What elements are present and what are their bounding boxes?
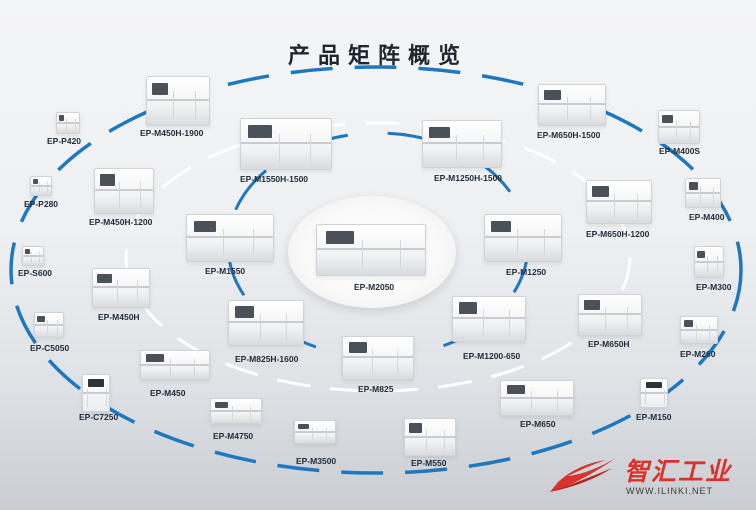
machine-label: EP-M1550 [205,266,246,276]
machine-ep-m450h [92,268,150,308]
machine-ep-c5050 [34,312,64,338]
machine-ep-m450h-1900 [146,76,210,126]
machine-ep-m300 [694,246,724,278]
machine-label: EP-C5050 [30,343,70,353]
machine-image [404,418,456,456]
machine-label: EP-M150 [636,412,672,422]
machine-image [82,374,110,412]
machine-image [94,168,154,214]
machine-image [56,112,80,134]
machine-image [578,294,642,336]
watermark-logo-icon [550,458,616,492]
machine-ep-m650h [578,294,642,336]
machine-ep-m260 [680,316,718,344]
machine-image [22,246,44,266]
machine-ep-p280 [30,176,52,196]
machine-label: EP-M400S [659,146,701,156]
machine-label: EP-M1250H-1500 [434,173,503,183]
machine-label: EP-M650 [520,419,556,429]
machine-image [240,118,332,170]
machine-ep-m3500 [294,420,336,444]
machine-ep-p420 [56,112,80,134]
machine-label: EP-M2050 [354,282,395,292]
machine-ep-m650h-1500 [538,84,606,126]
machine-label: EP-M1200-650 [463,351,521,361]
machine-ep-m550 [404,418,456,456]
machine-image [140,350,210,380]
machine-ep-m650 [500,380,574,416]
machine-label: EP-S600 [18,268,53,278]
machine-label: EP-M400 [689,212,725,222]
machine-label: EP-M825H-1600 [235,354,299,364]
machine-image [316,224,426,276]
machine-ep-m2050 [316,224,426,276]
machine-label: EP-M650H-1200 [586,229,650,239]
machine-image [342,336,414,380]
machine-image [294,420,336,444]
machine-image [586,180,652,224]
machine-image [34,312,64,338]
machine-label: EP-M260 [680,349,716,359]
machine-label: EP-M450H [98,312,140,322]
machine-ep-m1550 [186,214,274,262]
machine-ep-m400 [685,178,721,208]
machine-ep-m1250 [484,214,562,262]
machine-ep-m650h-1200 [586,180,652,224]
machine-image [452,296,526,342]
machine-image [500,380,574,416]
machine-label: EP-M4750 [213,431,254,441]
machine-image [30,176,52,196]
machine-image [538,84,606,126]
machine-image [680,316,718,344]
machine-ep-m1550h-1500 [240,118,332,170]
machine-label: EP-M650H-1500 [537,130,601,140]
machine-label: EP-C7250 [79,412,119,422]
machine-image [210,398,262,424]
machine-label: EP-M300 [696,282,732,292]
watermark-name: 智汇工业 [624,458,733,486]
machine-image [484,214,562,262]
machine-image [186,214,274,262]
machine-image [658,110,700,144]
machine-label: EP-M450H-1200 [89,217,153,227]
page-title: 产品矩阵概览 [287,43,468,68]
watermark: 智汇工业 WWW.ILINKI.NET [548,452,753,508]
middle-ring [124,121,632,393]
machine-image [694,246,724,278]
machine-ep-m1200-650 [452,296,526,342]
machine-ep-m450h-1200 [94,168,154,214]
machine-image [92,268,150,308]
machine-ep-m825h-1600 [228,300,304,346]
watermark-url: WWW.ILINKI.NET [626,486,713,496]
machine-label: EP-M550 [411,458,447,468]
machine-ep-m825 [342,336,414,380]
outer-ring [9,65,743,475]
machine-label: EP-M3500 [296,456,337,466]
machine-ep-m4750 [210,398,262,424]
machine-image [422,120,502,168]
machine-label: EP-M825 [358,384,394,394]
machine-label: EP-M450 [150,388,186,398]
machine-ep-m150 [640,378,668,408]
machine-image [228,300,304,346]
machine-label: EP-P420 [47,136,82,146]
machine-image [146,76,210,126]
machine-label: EP-M1250 [506,267,547,277]
machine-ep-m450 [140,350,210,380]
machine-ep-c7250 [82,374,110,412]
machine-ep-m1250h-1500 [422,120,502,168]
machine-label: EP-M450H-1900 [140,128,204,138]
machine-ep-s600 [22,246,44,266]
machine-image [640,378,668,408]
machine-image [685,178,721,208]
machine-label: EP-M650H [588,339,630,349]
machine-label: EP-P280 [24,199,59,209]
machine-label: EP-M1550H-1500 [240,174,309,184]
machine-ep-m400s [658,110,700,144]
